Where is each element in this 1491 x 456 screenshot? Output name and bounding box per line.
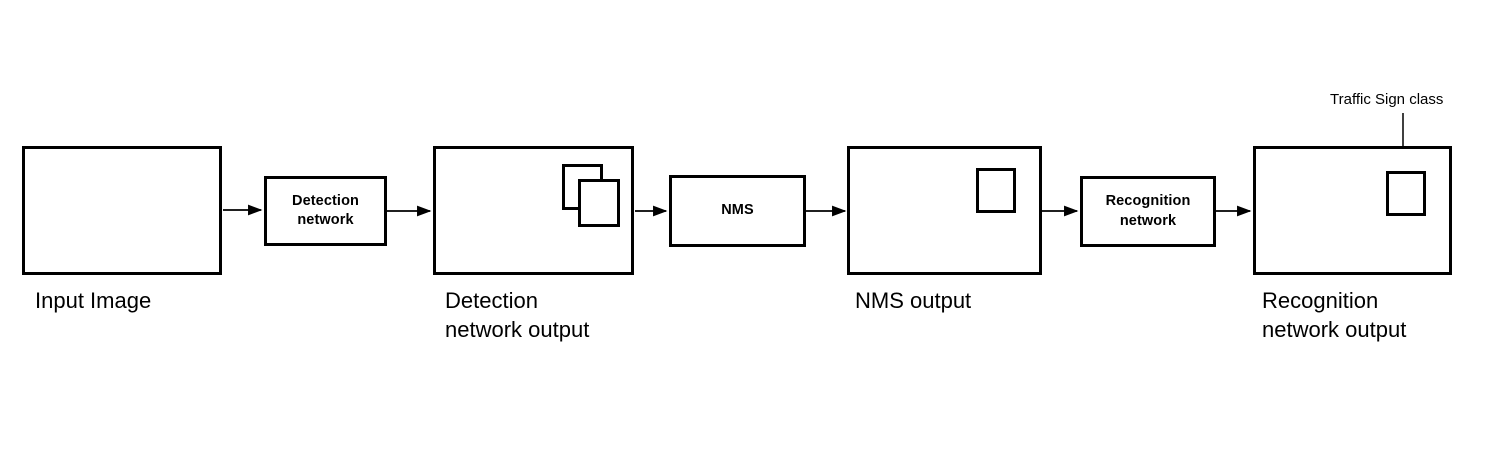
caption-detection-network-output: Detection network output bbox=[445, 288, 590, 343]
caption-recognition-network-output: Recognition network output bbox=[1262, 288, 1407, 343]
candidate-box-2 bbox=[578, 179, 620, 227]
node-nms[interactable]: NMS bbox=[669, 175, 806, 247]
recognition-network-output-frame bbox=[1253, 146, 1452, 275]
detection-network-output-frame bbox=[433, 146, 634, 275]
nms-output-frame bbox=[847, 146, 1042, 275]
node-recognition-network-label: Recognition network bbox=[1105, 193, 1191, 229]
input-image-frame bbox=[22, 146, 222, 275]
caption-input-image: Input Image bbox=[35, 288, 152, 313]
node-recognition-network[interactable]: Recognition network bbox=[1080, 176, 1216, 247]
caption-nms-output: NMS output bbox=[855, 288, 972, 313]
node-detection-network-label: Detection network bbox=[292, 192, 359, 228]
annotation-traffic-sign-class: Traffic Sign class bbox=[1330, 91, 1444, 108]
retained-box bbox=[976, 168, 1016, 213]
node-nms-label: NMS bbox=[721, 202, 754, 219]
node-detection-network[interactable]: Detection network bbox=[264, 176, 387, 246]
classified-box bbox=[1386, 171, 1426, 216]
